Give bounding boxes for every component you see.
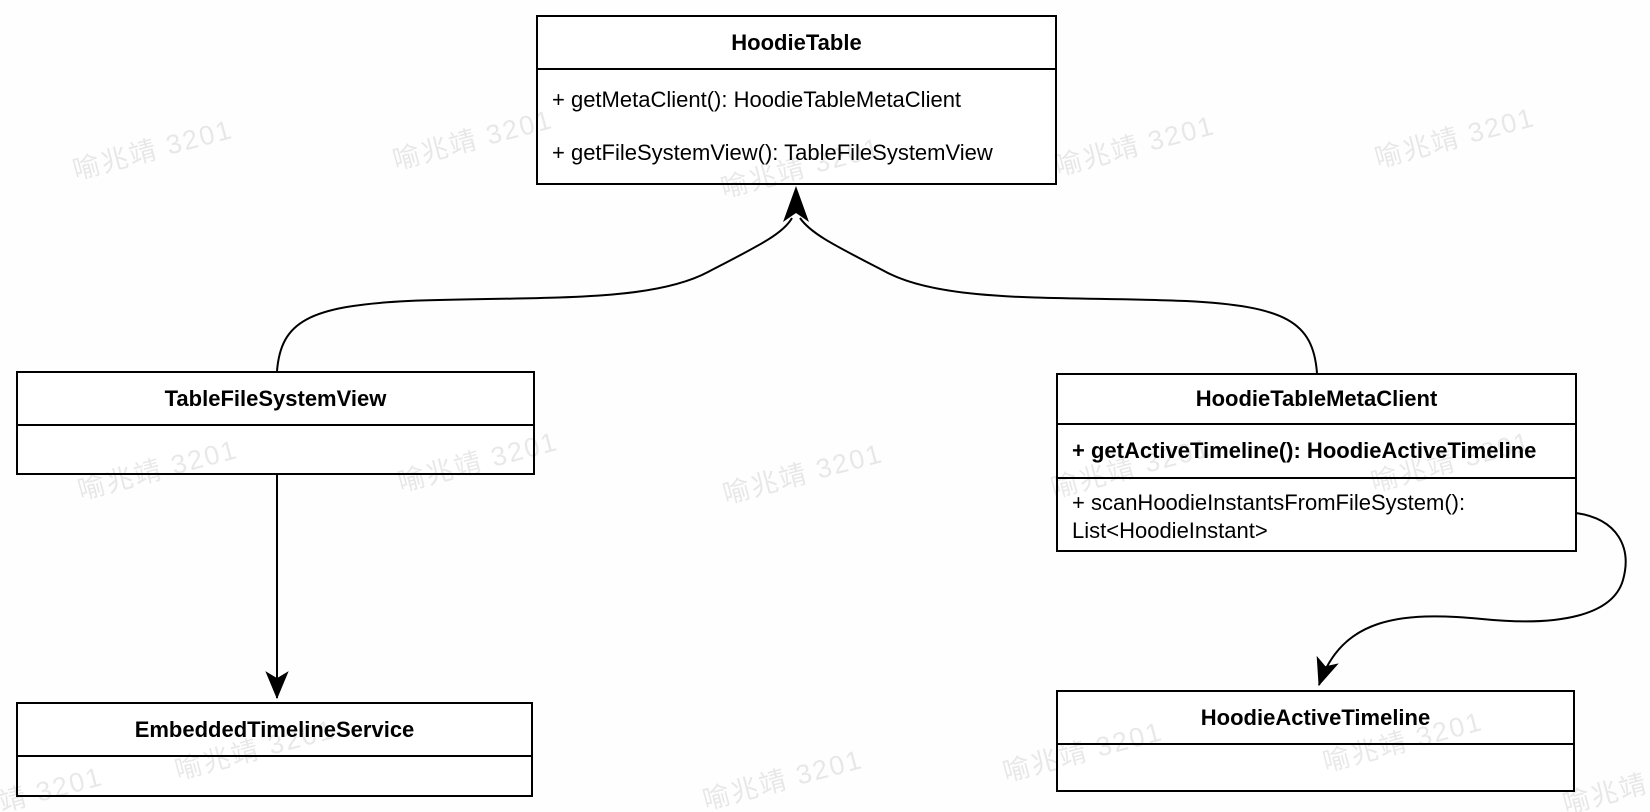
method-get-file-system-view: + getFileSystemView(): TableFileSystemVi…	[552, 139, 993, 165]
arrow-hoodietablemetaclient-to-hoodietable[interactable]	[799, 217, 1318, 374]
class-box-table-file-system-view[interactable]: TableFileSystemView	[16, 371, 535, 475]
class-box-hoodie-table[interactable]: HoodieTable + getMetaClient(): HoodieTab…	[536, 15, 1057, 185]
class-box-embedded-timeline-service[interactable]: EmbeddedTimelineService	[16, 702, 533, 797]
class-title-hoodie-table: HoodieTable	[538, 17, 1055, 70]
class-title-embedded-timeline-service: EmbeddedTimelineService	[18, 704, 531, 757]
arrow-hoodietablemetaclient-to-hoodieactivetimeline[interactable]	[1316, 512, 1627, 687]
class-title-table-file-system-view: TableFileSystemView	[18, 373, 533, 426]
class-box-hoodie-active-timeline[interactable]: HoodieActiveTimeline	[1056, 690, 1575, 792]
method-scan-hoodie-instants: + scanHoodieInstantsFromFileSystem(): Li…	[1058, 477, 1575, 555]
merge-arrowhead	[783, 186, 809, 222]
empty-compartment	[1058, 745, 1573, 790]
class-box-hoodie-table-meta-client[interactable]: HoodieTableMetaClient + getActiveTimelin…	[1056, 373, 1577, 552]
empty-compartment	[18, 757, 531, 795]
method-get-meta-client: + getMetaClient(): HoodieTableMetaClient	[552, 87, 962, 113]
empty-compartment	[18, 426, 533, 473]
methods-compartment: + getMetaClient(): HoodieTableMetaClient…	[538, 70, 1055, 183]
arrow-tablefilesystemview-to-hoodietable[interactable]	[276, 217, 793, 372]
class-title-hoodie-table-meta-client: HoodieTableMetaClient	[1058, 375, 1575, 425]
class-title-hoodie-active-timeline: HoodieActiveTimeline	[1058, 692, 1573, 745]
method-get-active-timeline: + getActiveTimeline(): HoodieActiveTimel…	[1072, 438, 1537, 463]
